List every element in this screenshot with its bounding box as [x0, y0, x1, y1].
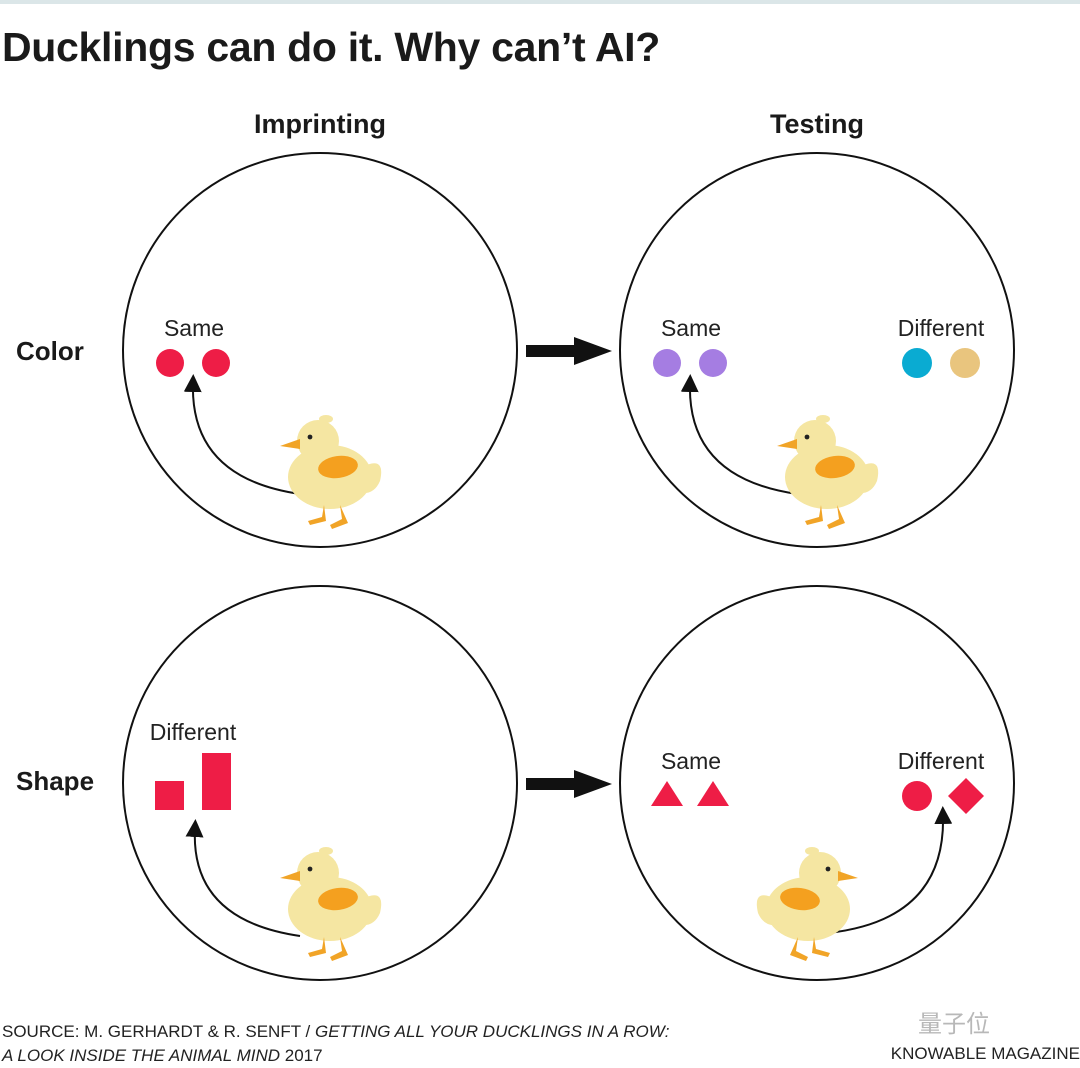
page-title: Ducklings can do it. Why can’t AI?	[2, 24, 661, 70]
tan-circle-icon	[950, 348, 980, 378]
duckling-icon	[280, 415, 382, 529]
follow-arrow	[827, 806, 953, 934]
blue-circle-icon	[902, 348, 932, 378]
red-triangle-icon	[651, 781, 683, 806]
label-different: Different	[150, 719, 237, 745]
red-circle-icon	[202, 349, 230, 377]
source-prefix: SOURCE: M. GERHARDT & R. SENFT /	[2, 1022, 315, 1041]
red-circle-icon	[902, 781, 932, 811]
label-same: Same	[661, 748, 721, 774]
red-square-icon	[155, 781, 184, 810]
duckling-icon	[777, 415, 879, 529]
red-diamond-icon	[948, 778, 984, 814]
arrow-right-icon	[526, 770, 612, 798]
source-title-1: GETTING ALL YOUR DUCKLINGS IN A ROW:	[314, 1022, 670, 1041]
label-different: Different	[898, 748, 985, 774]
arrow-right-icon	[526, 337, 612, 365]
duckling-icon	[756, 847, 858, 961]
top-rule	[0, 0, 1080, 4]
column-header-testing: Testing	[770, 109, 864, 139]
label-different: Different	[898, 315, 985, 341]
follow-arrow	[185, 819, 301, 937]
source-year: 2017	[280, 1046, 323, 1065]
column-header-imprinting: Imprinting	[254, 109, 386, 139]
label-same: Same	[164, 315, 224, 341]
row-label-shape: Shape	[16, 766, 95, 796]
source-credit: SOURCE: M. GERHARDT & R. SENFT / GETTING…	[2, 1020, 670, 1068]
purple-circle-icon	[653, 349, 681, 377]
panel-circle-color-testing	[619, 152, 1015, 548]
panel-circle-shape-imprinting	[122, 585, 518, 981]
brand-credit: KNOWABLE MAGAZINE	[890, 1044, 1080, 1063]
row-label-color: Color	[16, 336, 84, 366]
purple-circle-icon	[699, 349, 727, 377]
red-rectangle-icon	[202, 753, 231, 810]
source-title-2: A LOOK INSIDE THE ANIMAL MIND	[2, 1046, 281, 1065]
duckling-icon	[280, 847, 382, 961]
panel-circle-color-imprinting	[122, 152, 518, 548]
follow-arrow	[680, 374, 798, 495]
label-same: Same	[661, 315, 721, 341]
panel-circle-shape-testing	[619, 585, 1015, 981]
red-circle-icon	[156, 349, 184, 377]
watermark: 量子位	[918, 1011, 990, 1038]
red-triangle-icon	[697, 781, 729, 806]
follow-arrow	[183, 374, 301, 495]
